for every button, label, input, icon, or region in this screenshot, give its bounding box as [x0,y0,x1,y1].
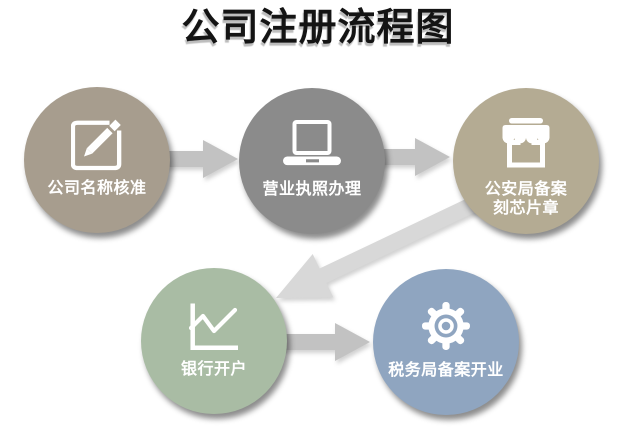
node-label: 税务局备案开业 [388,362,504,379]
node-business-license: 营业执照办理 [239,88,385,234]
arrow-step4-step5 [280,323,370,361]
node-bank-account: 银行开户 [141,268,287,414]
line-chart-icon [141,288,287,358]
storefront-icon [453,108,599,178]
node-label: 银行开户 [180,361,247,378]
page-title: 公司注册流程图 [181,7,455,49]
arrow-step3-step4 [276,185,501,298]
node-company-name-approval: 公司名称核准 [24,87,170,233]
arrow-step2-step3 [378,138,450,176]
arrow-step1-step2 [166,140,238,178]
laptop-icon [239,108,385,178]
node-police-seal-filing: 公安局备案 刻芯片章 [453,88,599,234]
gear-icon [373,289,519,359]
node-label: 公司名称核准 [47,180,147,197]
node-tax-registration: 税务局备案开业 [373,269,519,415]
node-label: 营业执照办理 [262,181,362,198]
edit-icon [24,107,170,177]
node-label: 公安局备案 刻芯片章 [484,181,568,217]
